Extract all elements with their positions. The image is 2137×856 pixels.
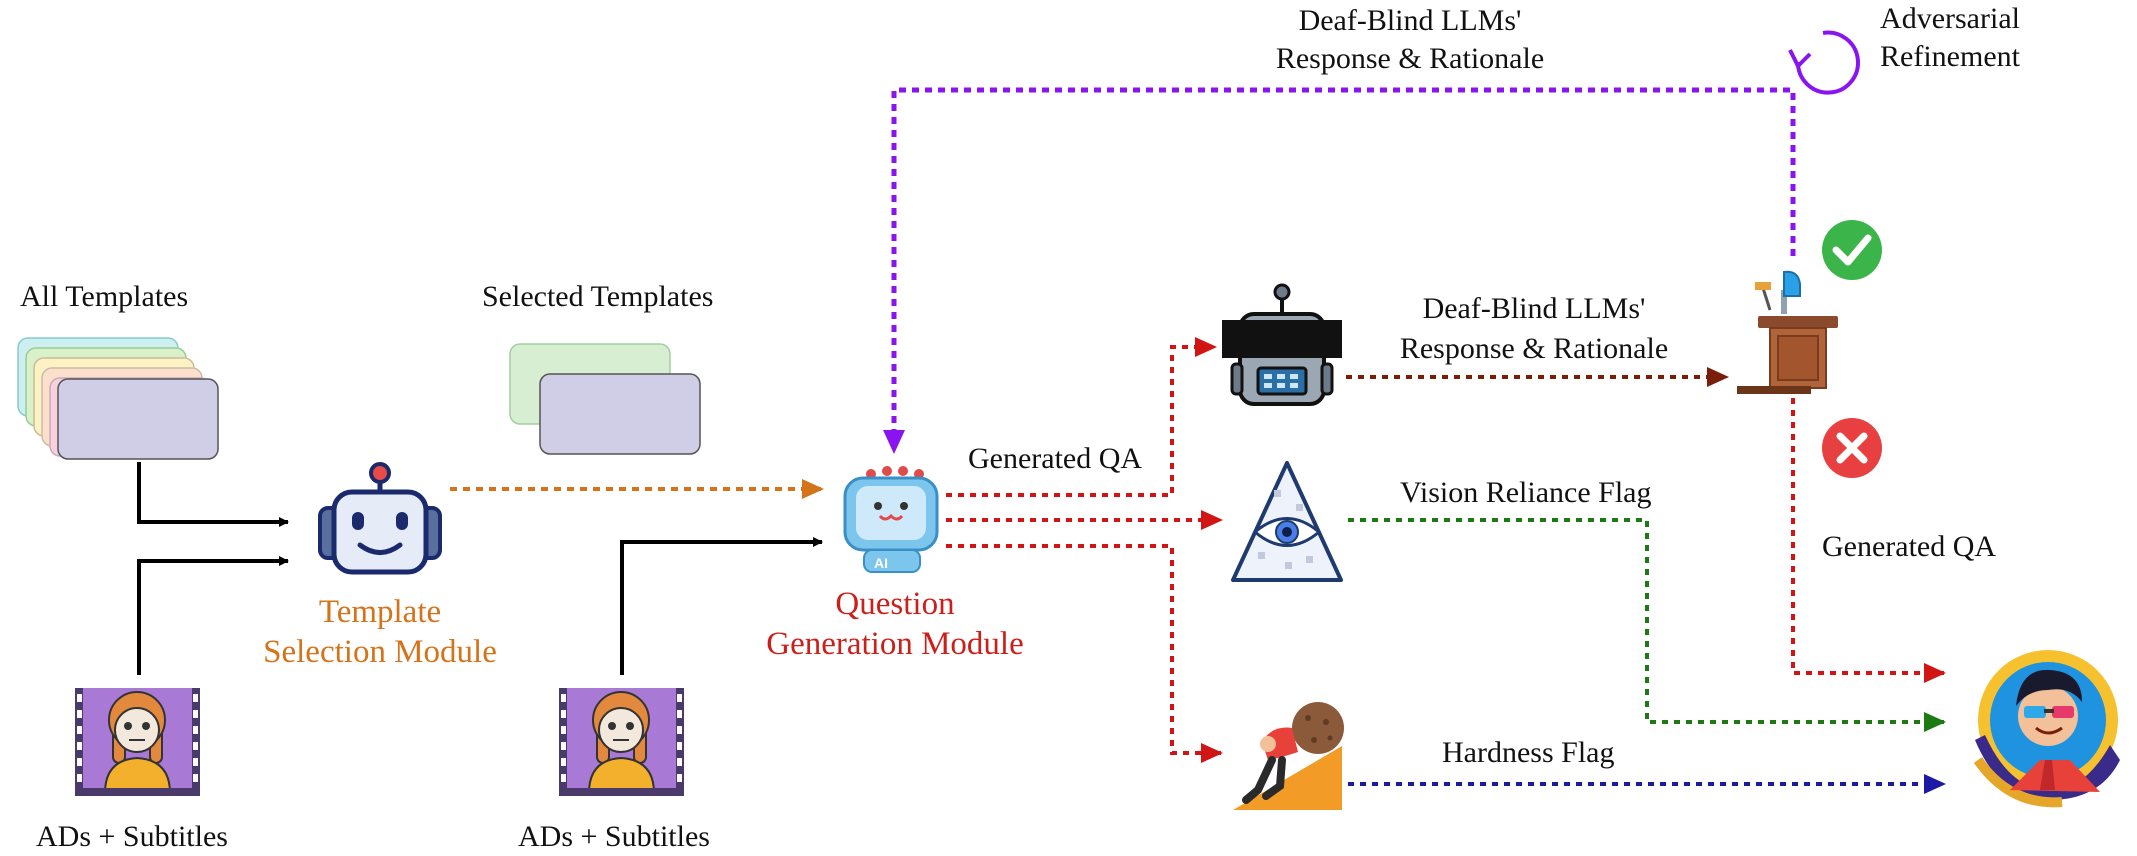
template-stack-icon xyxy=(17,337,219,460)
hardness-flag-label: Hardness Flag xyxy=(1442,736,1615,769)
student-film-icon xyxy=(75,688,200,796)
adversarial-label-line1: Adversarial xyxy=(1880,2,2020,35)
cross-icon xyxy=(1822,418,1882,478)
student-film-icon xyxy=(559,688,684,796)
deaf-blind-robot-icon xyxy=(1222,283,1342,406)
ai-badge: AI xyxy=(874,555,888,571)
ads-subtitles-mid-label: ADs + Subtitles xyxy=(518,820,710,853)
template-module-line2: Selection Module xyxy=(263,634,497,670)
feedback-label-line2: Response & Rationale xyxy=(1275,42,1545,75)
all-templates-label: All Templates xyxy=(20,280,189,313)
selected-templates-icon xyxy=(509,343,701,455)
viewer-icon xyxy=(1973,650,2120,808)
adversarial-label-line2: Refinement xyxy=(1880,40,2020,73)
eye-triangle-icon xyxy=(1231,461,1343,582)
response-label-line2: Response & Rationale xyxy=(1399,332,1669,365)
input-arrows xyxy=(137,462,823,675)
refresh-icon xyxy=(1788,30,1860,95)
question-module-line2: Generation Module xyxy=(766,626,1024,662)
generated-qa-arrows xyxy=(946,337,1223,763)
vision-flag-arrow xyxy=(1348,518,1946,732)
ads-subtitles-left-label: ADs + Subtitles xyxy=(36,820,228,853)
feedback-loop-arrow xyxy=(883,87,1796,454)
robot-icon xyxy=(318,462,442,575)
ai-robot-icon: AI xyxy=(843,466,939,573)
podium-icon xyxy=(1737,270,1838,394)
sisyphus-icon xyxy=(1233,702,1344,810)
generated-qa-final-arrow xyxy=(1791,398,1946,683)
generated-qa-right-label: Generated QA xyxy=(1822,530,1997,563)
generated-qa-mid-label: Generated QA xyxy=(968,442,1143,475)
feedback-label-line1: Deaf-Blind LLMs' xyxy=(1298,4,1522,37)
question-module-line1: Question xyxy=(835,586,955,622)
selected-templates-label: Selected Templates xyxy=(482,280,714,313)
template-module-line1: Template xyxy=(318,594,442,630)
check-icon xyxy=(1822,220,1882,280)
response-label-line1: Deaf-Blind LLMs' xyxy=(1422,292,1646,325)
vision-flag-label: Vision Reliance Flag xyxy=(1400,476,1652,509)
